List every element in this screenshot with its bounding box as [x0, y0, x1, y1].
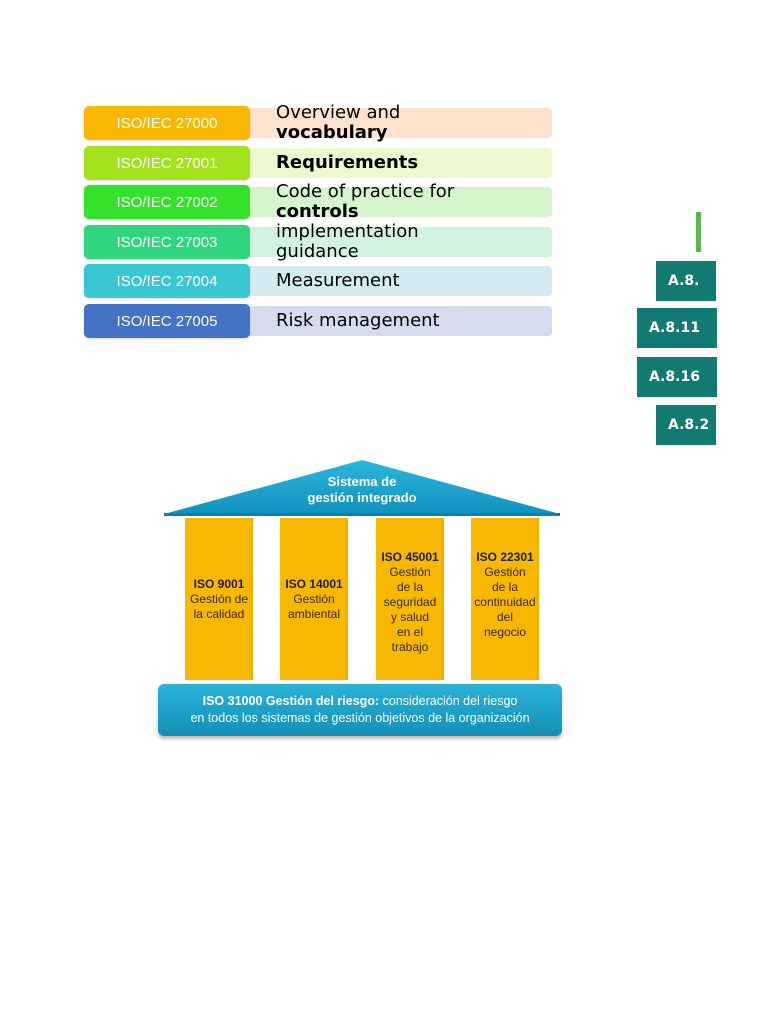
pillar-iso-22301: ISO 22301 Gestión de la continuidad del … [471, 518, 539, 680]
roof-triangle [164, 460, 560, 514]
iso-desc-bold: vocabulary [276, 122, 388, 143]
iso-desc-bold: controls [276, 201, 359, 222]
iso-desc-plain: Code of practice for [276, 181, 455, 202]
roof-title-line2: gestión integrado [307, 490, 417, 505]
iso-27000-family-list: ISO/IEC 27000 Overview and vocabulary IS… [0, 0, 768, 360]
iso-desc-27000: Overview and vocabulary [276, 102, 546, 143]
iso-row-desc-bg [244, 306, 552, 336]
pillar-text: Gestión de la calidad [189, 591, 249, 621]
pillar-iso-45001: ISO 45001 Gestión de la seguridad y salu… [376, 518, 444, 680]
iso-row-desc-bg [244, 187, 552, 217]
iso-code-27000: ISO/IEC 27000 [84, 106, 250, 140]
iso-desc-27003: implementation guidance [276, 221, 466, 262]
base-line1: ISO 31000 Gestión del riesgo: considerac… [158, 693, 562, 710]
iso-code-27001: ISO/IEC 27001 [84, 146, 250, 180]
iso-desc-plain: Risk management [276, 310, 440, 331]
pillar-name: ISO 22301 [476, 550, 534, 564]
iso-code-27004: ISO/IEC 27004 [84, 264, 250, 298]
pillar-iso-9001: ISO 9001 Gestión de la calidad [185, 518, 253, 680]
iso-row-desc-bg [244, 266, 552, 296]
iso-row-desc-bg [244, 108, 552, 138]
roof-title-line1: Sistema de [327, 474, 397, 489]
annex-a-controls: A.8. A.8.11 A.8.16 A.8.2 [0, 0, 717, 460]
iso-desc-plain: Measurement [276, 270, 400, 291]
iso-desc-plain: Overview and [276, 102, 401, 123]
pillar-iso-14001: ISO 14001 Gestión ambiental [280, 518, 348, 680]
annex-item-a8-11: A.8.11 [637, 308, 717, 348]
iso-desc-27001: Requirements [276, 146, 546, 180]
annex-item-a8: A.8. [656, 261, 716, 301]
iso-row-27002: ISO/IEC 27002 Code of practice for contr… [84, 181, 552, 222]
iso-row-desc-bg [244, 227, 552, 257]
pillar-name: ISO 14001 [285, 576, 343, 591]
integrated-management-temple: Sistema de gestión integrado ISO 9001 Ge… [158, 460, 564, 736]
iso-row-27000: ISO/IEC 27000 Overview and vocabulary [84, 102, 552, 143]
iso-row-27004: ISO/IEC 27004 Measurement [84, 264, 552, 298]
roof-eave [164, 513, 560, 516]
pillar-name: ISO 9001 [193, 576, 245, 591]
temple-base-iso-31000: ISO 31000 Gestión del riesgo: considerac… [158, 684, 562, 736]
base-text1: consideración del riesgo [379, 694, 518, 708]
roof-title: Sistema de gestión integrado [160, 474, 564, 506]
iso-row-desc-bg [244, 148, 552, 178]
iso-row-27001: ISO/IEC 27001 Requirements [84, 146, 552, 180]
annex-item-a8-2: A.8.2 [656, 405, 716, 445]
iso-desc-27004: Measurement [276, 264, 546, 298]
base-line2: en todos los sistemas de gestión objetiv… [190, 711, 530, 725]
iso-code-27003: ISO/IEC 27003 [84, 225, 250, 259]
iso-desc-plain: implementation guidance [276, 221, 419, 262]
iso-row-27003: ISO/IEC 27003 implementation guidance [84, 221, 552, 262]
pillar-name: ISO 45001 [381, 550, 439, 564]
base-bold: ISO 31000 Gestión del riesgo: [202, 694, 380, 708]
pillar-text: Gestión de la seguridad y salud en el tr… [383, 565, 437, 654]
iso-desc-27005: Risk management [276, 304, 546, 338]
annex-accent-bar [696, 212, 701, 252]
pillar-text: Gestión ambiental [287, 591, 341, 621]
iso-row-27005: ISO/IEC 27005 Risk management [84, 304, 552, 338]
annex-item-a8-16: A.8.16 [637, 357, 717, 397]
iso-code-27002: ISO/IEC 27002 [84, 185, 250, 219]
iso-desc-27002: Code of practice for controls [276, 181, 546, 222]
pillar-text: Gestión de la continuidad del negocio [474, 565, 536, 639]
iso-code-27005: ISO/IEC 27005 [84, 304, 250, 338]
temple-roof [164, 460, 560, 516]
iso-desc-bold: Requirements [276, 152, 419, 173]
